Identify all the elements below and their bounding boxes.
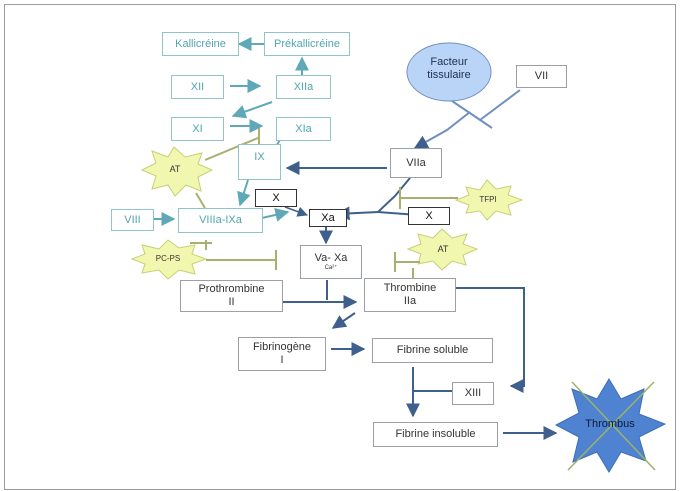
prothrombine-sub-label: II (228, 296, 235, 308)
xiii-box: XIII (452, 382, 494, 405)
xii-box: XII (171, 75, 224, 99)
arrow-viiia-ixa-xa (261, 208, 290, 222)
arrow-x-xa (284, 206, 308, 217)
xia-box: XIa (276, 117, 331, 141)
x-left-box: X (255, 189, 297, 207)
viia-box: VIIa (390, 148, 442, 178)
fibrinogene-sub-label: I (280, 354, 284, 366)
fibrine-soluble-box: Fibrine soluble (372, 338, 493, 363)
fibrine-insoluble-box: Fibrine insoluble (373, 422, 498, 447)
arrow-thrombine-fibrinogene (331, 312, 356, 329)
prothrombine-label: Prothrombine (198, 283, 265, 296)
inhibit-at-top-to-viiia (195, 192, 206, 209)
inhibit-at-top-line (204, 137, 259, 161)
thrombine-box: Thrombine IIa (364, 278, 456, 312)
thrombus-label: Thrombus (585, 418, 635, 430)
xi-box: XI (171, 117, 224, 141)
facteur-tissulaire-ellipse (406, 42, 492, 102)
at-bottom-label: AT (437, 244, 449, 254)
bar-facteur-vii (451, 100, 493, 129)
tfpi-burst (454, 179, 524, 221)
viii-box: VIII (111, 209, 154, 231)
prothrombine-box: Prothrombine II (180, 280, 283, 312)
arrow-vii-merge (479, 89, 521, 121)
diagram-frame (4, 4, 676, 490)
thrombine-sub-label: IIa (403, 295, 417, 307)
tfpi-label: TFPI (479, 195, 497, 204)
at-bottom-burst (406, 228, 479, 271)
vii-box: VII (516, 65, 567, 88)
va-xa-label: Va- Xa (314, 252, 348, 265)
ix-box: IX (238, 144, 281, 180)
arrow-ix-viiia-ixa (237, 179, 251, 207)
pc-ps-label: PC-PS (155, 254, 181, 263)
viiia-ixa-box: VIIIa-IXa (178, 208, 263, 233)
prekallicreine-box: Prékallicréine (264, 32, 350, 56)
thrombine-label: Thrombine (383, 282, 437, 295)
at-top-burst (140, 146, 214, 197)
thrombus-cross-line-b (567, 381, 655, 471)
va-xa-box: Va- Xa Ca²⁺ (300, 245, 362, 279)
fibrinogene-label: Fibrinogène (252, 341, 312, 354)
pc-ps-burst (130, 239, 208, 280)
fibrinogene-box: Fibrinogène I (238, 337, 326, 371)
kallicreine-box: Kallicréine (162, 32, 239, 56)
arrow-viia-xa (335, 177, 411, 221)
xiia-box: XIIa (276, 75, 331, 99)
arrow-xiia-xi (231, 101, 273, 119)
arrow-facteur-vii-viia (413, 111, 471, 149)
va-xa-calcium-label: Ca²⁺ (324, 264, 338, 271)
at-top-label: AT (169, 164, 181, 174)
x-right-box: X (408, 207, 450, 225)
xa-box: Xa (309, 209, 347, 227)
arrow-thrombine-thrombus (456, 287, 525, 393)
facteur-tissulaire-label: Facteur tissulaire (427, 56, 471, 82)
thrombus-cross-line-a (571, 381, 656, 471)
